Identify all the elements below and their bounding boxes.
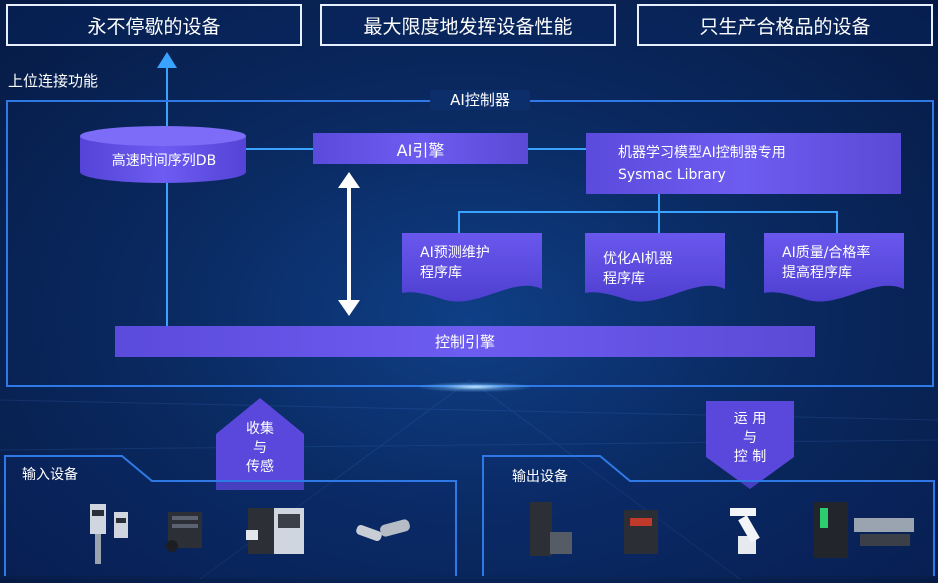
library-line2: 程序库 xyxy=(603,271,645,287)
collect-line2: 与 xyxy=(253,440,267,456)
motion-controller-icon xyxy=(814,502,914,558)
vision-controller-icon xyxy=(246,508,304,554)
ai-controller-title: AI控制器 xyxy=(430,90,530,110)
ml-model-line2: Sysmac Library xyxy=(618,166,726,183)
input-devices-label: 输入设备 xyxy=(22,467,78,483)
ml-model-line1: 机器学习模型AI控制器专用 xyxy=(618,144,786,161)
library-line1: AI预测维护 xyxy=(420,245,490,261)
goal-box-performance: 最大限度地发挥设备性能 xyxy=(320,4,616,46)
glow-light xyxy=(420,382,530,392)
database-cylinder-icon xyxy=(80,126,246,183)
servo-drive-icon xyxy=(530,502,572,556)
lib3-line xyxy=(836,211,838,235)
output-devices-illustration xyxy=(530,502,914,558)
inverter-icon xyxy=(624,510,658,554)
apply-line3: 控 制 xyxy=(733,449,767,465)
db-engine-line xyxy=(245,148,313,150)
collect-line1: 收集 xyxy=(246,421,274,437)
photoelectric-sensor-icon xyxy=(90,504,128,564)
apply-line1: 运 用 xyxy=(733,411,767,427)
apply-label: 运 用 与 控 制 xyxy=(704,410,796,467)
robot-arm-icon xyxy=(730,508,760,554)
db-vertical-line xyxy=(166,128,168,326)
library-line1: 优化AI机器 xyxy=(603,251,673,267)
db-label: 高速时间序列DB xyxy=(111,153,217,169)
libraries-bus-line xyxy=(458,211,838,213)
library-line2: 程序库 xyxy=(420,265,462,281)
collect-arrow-icon xyxy=(216,398,304,490)
up-arrow-icon xyxy=(157,52,177,130)
input-devices-illustration xyxy=(90,504,410,564)
library-quality-yield: AI质量/合格率 提高程序库 xyxy=(764,233,904,303)
ml-down-line xyxy=(658,193,660,211)
ai-engine-bar: AI引擎 xyxy=(313,133,528,164)
ml-model-box: 机器学习模型AI控制器专用 Sysmac Library xyxy=(586,133,901,194)
input-device-panel xyxy=(4,455,457,576)
double-arrow-icon xyxy=(338,172,360,316)
goal-box-quality: 只生产合格品的设备 xyxy=(637,4,933,46)
output-devices-label: 输出设备 xyxy=(512,469,568,485)
upper-link-label: 上位连接功能 xyxy=(8,72,99,90)
control-engine-bar: 控制引擎 xyxy=(115,326,815,357)
apply-line2: 与 xyxy=(743,430,757,446)
apply-arrow-icon xyxy=(706,401,794,489)
goal-box-continuous: 永不停歇的设备 xyxy=(6,4,302,46)
proximity-sensor-icon xyxy=(356,519,410,542)
library-line2: 提高程序库 xyxy=(782,265,852,281)
library-line1: AI质量/合格率 xyxy=(782,245,871,261)
lib1-line xyxy=(458,211,460,235)
io-module-icon xyxy=(166,512,202,552)
collect-label: 收集 与 传感 xyxy=(214,420,306,477)
engine-ml-line xyxy=(528,148,586,150)
collect-line3: 传感 xyxy=(246,459,274,475)
lib2-line xyxy=(658,211,660,235)
